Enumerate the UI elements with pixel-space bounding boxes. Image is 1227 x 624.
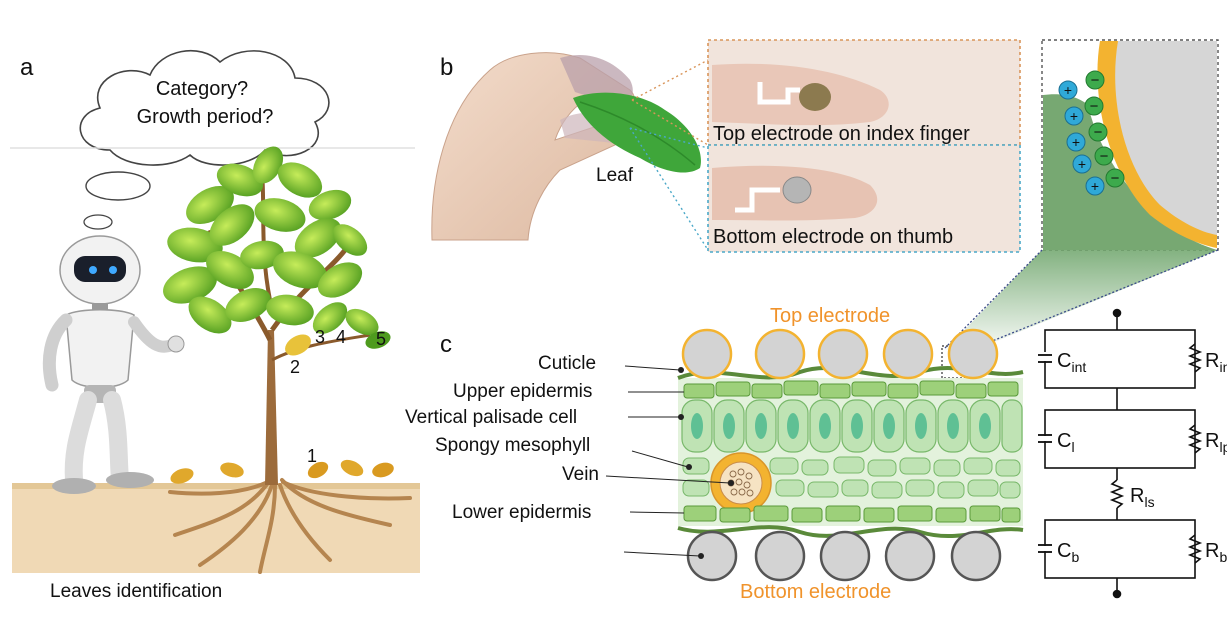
thought-line-1: Category? bbox=[156, 78, 248, 100]
label-r-lp: Rlp bbox=[1205, 430, 1227, 455]
zoom-positive-ions: + + + + + bbox=[1058, 80, 1105, 196]
label-vein: Vein bbox=[562, 464, 599, 485]
svg-text:+: + bbox=[1072, 134, 1080, 150]
label-c-int: Cint bbox=[1057, 350, 1086, 375]
label-lower-epidermis: Lower epidermis bbox=[452, 502, 591, 523]
thought-line-2: Growth period? bbox=[137, 106, 274, 128]
svg-text:−: − bbox=[1091, 72, 1100, 89]
label-spongy: Spongy mesophyll bbox=[435, 435, 590, 456]
hand-photo: Leaf bbox=[431, 52, 701, 241]
circuit-labels: Cint Rint Cl Rlp Rls Cb Rb bbox=[1057, 350, 1227, 565]
top-electrode-label: Top electrode bbox=[770, 305, 890, 327]
top-electrodes bbox=[681, 328, 999, 380]
zoom-cone bbox=[945, 250, 1218, 350]
leaf-label: Leaf bbox=[596, 165, 634, 186]
bottom-electrode-disc bbox=[782, 176, 812, 204]
svg-text:+: + bbox=[1064, 82, 1072, 98]
top-electrode-disc bbox=[799, 83, 831, 111]
label-r-int: Rint bbox=[1205, 350, 1227, 375]
label-c-b: Cb bbox=[1057, 540, 1079, 565]
caption-leaves-identification: Leaves identification bbox=[50, 581, 222, 602]
svg-text:−: − bbox=[1094, 124, 1103, 141]
spongy-mesophyll bbox=[682, 456, 1021, 499]
bottom-electrodes bbox=[686, 530, 1002, 582]
fallen-leaves bbox=[170, 459, 394, 484]
small-cloud-1 bbox=[85, 171, 151, 201]
layer-labels: Cuticle Upper epidermis Vertical palisad… bbox=[405, 353, 734, 559]
svg-text:+: + bbox=[1091, 178, 1099, 194]
label-r-ls: Rls bbox=[1130, 485, 1155, 510]
leaf-number-4: 4 bbox=[336, 327, 346, 347]
panel-label-b: b bbox=[440, 54, 453, 81]
small-cloud-2 bbox=[83, 214, 113, 230]
panel-label-c: c bbox=[440, 331, 452, 358]
bottom-electrode-label: Bottom electrode bbox=[740, 581, 891, 603]
leaf-number-2: 2 bbox=[290, 357, 300, 377]
zoom-negative-ions: − − − − − bbox=[1084, 70, 1125, 188]
vein bbox=[710, 452, 772, 514]
svg-text:+: + bbox=[1078, 156, 1086, 172]
label-r-b: Rb bbox=[1205, 540, 1227, 565]
zoom-inset: + + + + + − − − − − bbox=[1041, 39, 1219, 251]
svg-text:−: − bbox=[1100, 148, 1109, 165]
svg-text:+: + bbox=[1070, 108, 1078, 124]
label-upper-epidermis: Upper epidermis bbox=[453, 381, 592, 402]
leaf-number-5: 5 bbox=[376, 329, 386, 349]
label-c-l: Cl bbox=[1057, 430, 1075, 455]
svg-text:−: − bbox=[1090, 98, 1099, 115]
palisade-cells bbox=[681, 399, 1023, 453]
label-cuticle: Cuticle bbox=[538, 353, 596, 374]
lower-epidermis bbox=[683, 505, 1021, 523]
tree-foliage bbox=[163, 146, 391, 356]
panel-label-a: a bbox=[20, 54, 34, 81]
label-palisade: Vertical palisade cell bbox=[405, 407, 577, 428]
leaf-number-3: 3 bbox=[315, 327, 325, 347]
leaf-number-1: 1 bbox=[307, 446, 317, 466]
robot bbox=[42, 235, 185, 494]
tree-roots bbox=[168, 478, 412, 574]
top-electrode-caption: Top electrode on index finger bbox=[713, 123, 970, 145]
svg-text:−: − bbox=[1111, 170, 1120, 187]
bottom-electrode-caption: Bottom electrode on thumb bbox=[713, 226, 953, 248]
thought-cloud: Category? Growth period? bbox=[79, 49, 330, 166]
upper-epidermis bbox=[683, 380, 1019, 399]
